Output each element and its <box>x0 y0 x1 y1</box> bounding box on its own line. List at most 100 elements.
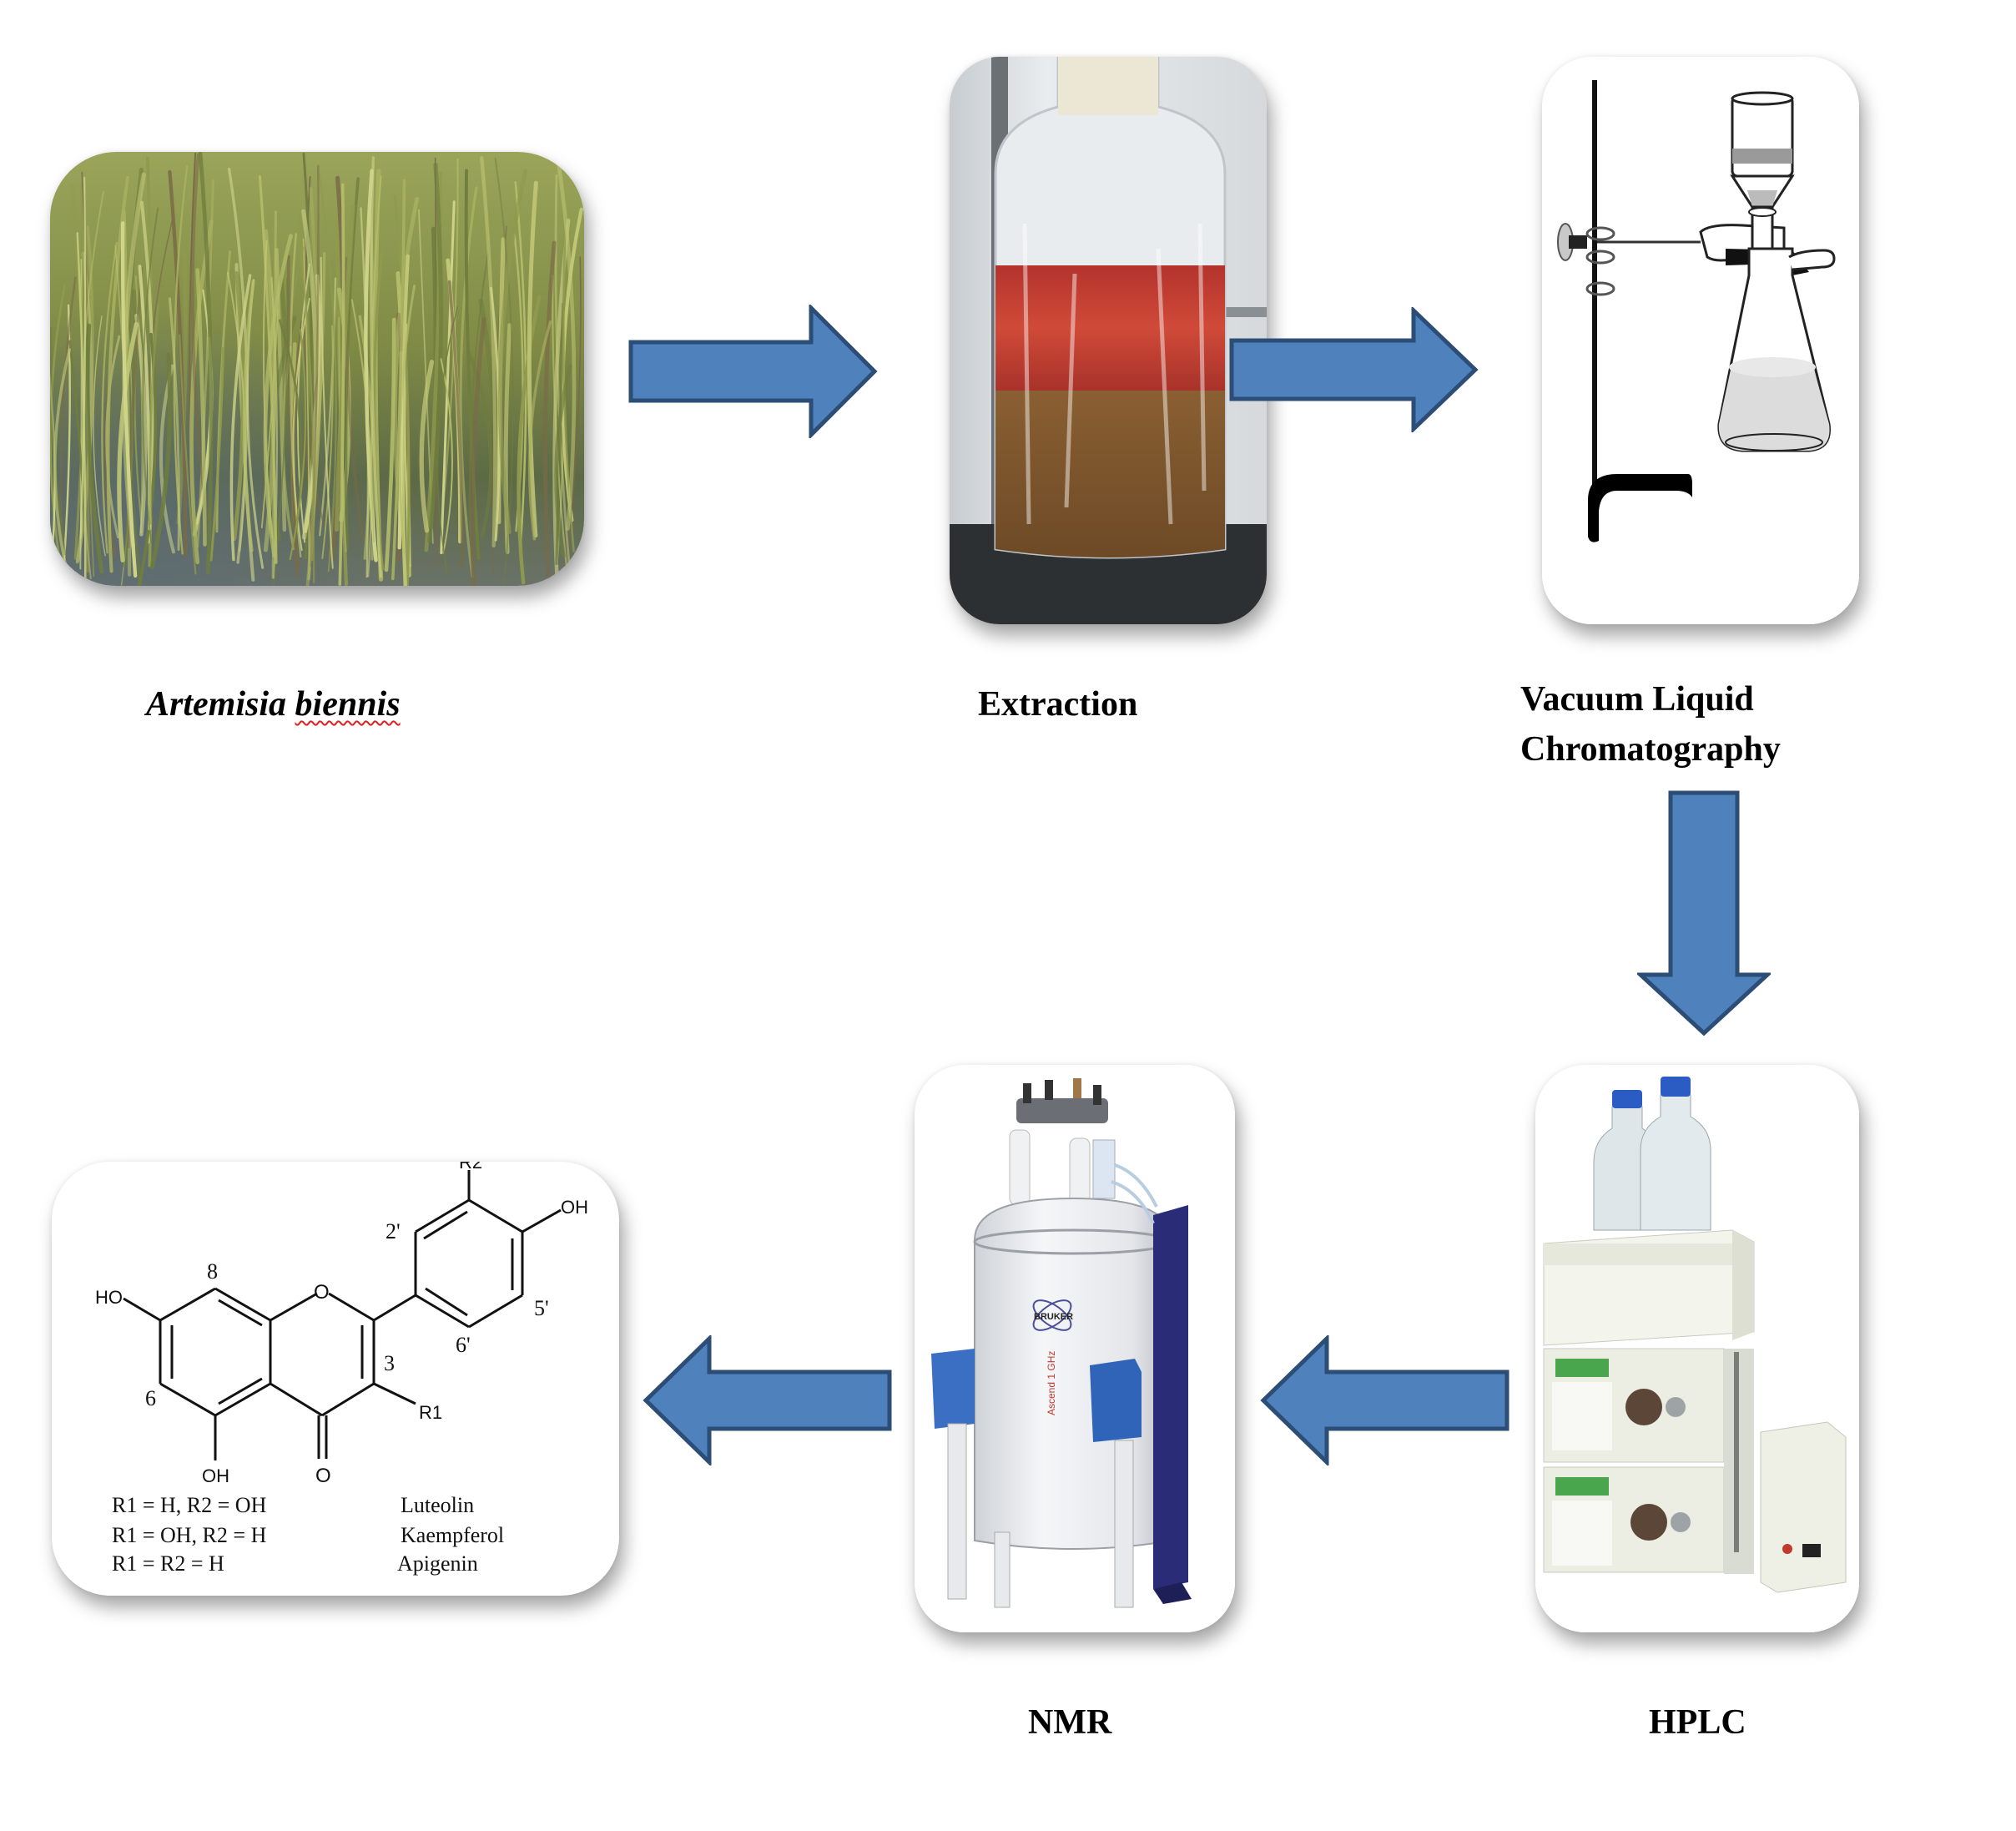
r1-label: R1 <box>419 1402 442 1423</box>
plant-stalk-texture <box>258 175 278 564</box>
arrow-plant-to-extraction <box>627 305 878 438</box>
plant-stalk-texture <box>229 274 252 562</box>
plant-stalk-texture <box>447 280 464 567</box>
arrow-hplc-to-nmr <box>1260 1335 1510 1465</box>
flavonoid-structure-card: R2 OH 2' 8 HO O 5' 6' 3 6 R1 OH O R1 = H… <box>52 1162 619 1596</box>
plant-stalk-texture <box>391 179 406 581</box>
plant-stalk-texture <box>338 183 345 586</box>
plant-stalk-texture <box>319 277 337 537</box>
plant-stalk-texture <box>120 221 138 578</box>
plant-stalk-texture <box>320 256 334 569</box>
plant-stalk-texture <box>427 162 443 543</box>
plant-stalk-texture <box>263 234 293 558</box>
plant-stalk-texture <box>189 219 214 565</box>
pos-6prime-label: 6' <box>456 1333 471 1357</box>
plant-stalk-texture <box>195 268 207 547</box>
pos-3-label: 3 <box>384 1351 395 1375</box>
label-genus: Artemisia <box>146 685 295 724</box>
plant-stalk-texture <box>142 207 159 544</box>
label-extraction: Extraction <box>978 685 1138 724</box>
arrow-vlc-to-hplc <box>1637 789 1771 1037</box>
nmr-spectrometer-image: BRUKER Ascend 1 GHz <box>915 1065 1235 1632</box>
pos-6-label: 6 <box>145 1386 156 1410</box>
plant-stalk-texture <box>176 201 188 525</box>
plant-stalk-texture <box>209 347 225 562</box>
plant-stalk-texture <box>318 173 337 573</box>
plant-stalk-texture <box>260 308 279 528</box>
plant-stalk-texture <box>289 328 307 561</box>
compound-2-substituents: R1 = OH, R2 = H <box>112 1523 267 1547</box>
plant-stalk-texture <box>198 152 214 574</box>
plant-stalk-texture <box>117 321 139 562</box>
plant-stalk-texture <box>168 297 180 552</box>
plant-stalk-texture <box>514 181 527 547</box>
plant-stalk-texture <box>554 364 572 558</box>
compound-1-name: Luteolin <box>401 1493 474 1517</box>
plant-stalk-texture <box>149 304 159 525</box>
plant-stalk-texture <box>53 348 72 573</box>
plant-stalk-texture <box>554 174 571 568</box>
pos-2prime-label: 2' <box>386 1219 401 1243</box>
artemisia-biennis-photo <box>50 152 584 586</box>
compound-1-substituents: R1 = H, R2 = OH <box>112 1493 267 1517</box>
plant-stalk-texture <box>497 169 528 535</box>
extraction-jar-photo <box>950 57 1267 624</box>
plant-stalk-texture <box>542 240 557 586</box>
compound-3-substituents: R1 = R2 = H <box>112 1551 224 1576</box>
plant-stalk-texture <box>297 230 315 561</box>
compound-2-name: Kaempferol <box>401 1523 504 1547</box>
plant-stalk-texture <box>79 176 87 539</box>
plant-stalk-texture <box>393 194 411 586</box>
plant-stalk-texture <box>281 246 305 530</box>
plant-stalk-texture <box>149 352 173 570</box>
plant-stalk-texture <box>459 186 478 578</box>
plant-stalk-texture <box>384 317 396 573</box>
vacuum-liquid-chromatography-illustration <box>1542 57 1859 624</box>
plant-stalk-texture <box>50 327 67 556</box>
label-artemisia-biennis: Artemisia biennis <box>146 684 401 724</box>
pos-8-label: 8 <box>207 1259 218 1284</box>
plant-stalk-texture <box>563 256 582 580</box>
label-nmr: NMR <box>1028 1703 1112 1742</box>
label-species: biennis <box>295 685 401 724</box>
nmr-model-text: Ascend 1 GHz <box>1046 1351 1057 1415</box>
plant-stalk-texture <box>555 152 577 531</box>
plant-stalk-texture <box>106 175 129 573</box>
plant-stalk-texture <box>271 210 277 579</box>
plant-stalk-texture <box>360 207 370 578</box>
plant-stalk-texture <box>470 317 486 586</box>
label-vacuum-liquid-chromatography: Vacuum Liquid Chromatography <box>1520 674 1781 774</box>
bruker-logo-text: BRUKER <box>1034 1312 1073 1322</box>
plant-stalk-texture <box>440 358 453 554</box>
plant-stalk-texture <box>196 179 214 548</box>
plant-stalk-texture <box>179 334 197 575</box>
plant-stalk-texture <box>159 364 176 554</box>
plant-stalk-texture <box>527 180 538 538</box>
plant-stalk-texture <box>93 315 106 557</box>
ring-oxygen-label: O <box>314 1281 330 1304</box>
plant-stalk-texture <box>85 323 104 574</box>
arrow-nmr-to-compounds <box>643 1335 893 1465</box>
plant-stalk-texture <box>101 241 118 554</box>
plant-stalk-texture <box>552 274 569 577</box>
plant-stalk-texture <box>436 306 459 575</box>
plant-stalk-texture <box>370 175 382 543</box>
label-vlc-line2: Chromatography <box>1520 730 1781 769</box>
plant-stalk-texture <box>350 299 372 578</box>
compound-3-name: Apigenin <box>397 1551 478 1576</box>
arrow-extraction-to-vlc <box>1228 307 1479 432</box>
plant-stalk-texture <box>190 153 209 522</box>
label-vlc-line1: Vacuum Liquid <box>1520 680 1754 719</box>
ho-left-label: HO <box>95 1287 123 1308</box>
label-hplc: HPLC <box>1649 1703 1746 1742</box>
plant-stalk-texture <box>321 325 334 559</box>
r2-label: R2 <box>459 1162 482 1173</box>
plant-stalk-texture <box>242 280 255 552</box>
oh-bottom-label: OH <box>202 1465 229 1486</box>
oh-top-label: OH <box>561 1197 588 1218</box>
flavone-skeleton-structure: R2 OH 2' 8 HO O 5' 6' 3 6 R1 OH O R1 = H… <box>95 1162 588 1576</box>
plant-stalk-texture <box>419 360 435 533</box>
carbonyl-oxygen-label: O <box>315 1465 331 1487</box>
plant-stalk-texture <box>134 314 148 537</box>
pos-5prime-label: 5' <box>534 1296 549 1320</box>
